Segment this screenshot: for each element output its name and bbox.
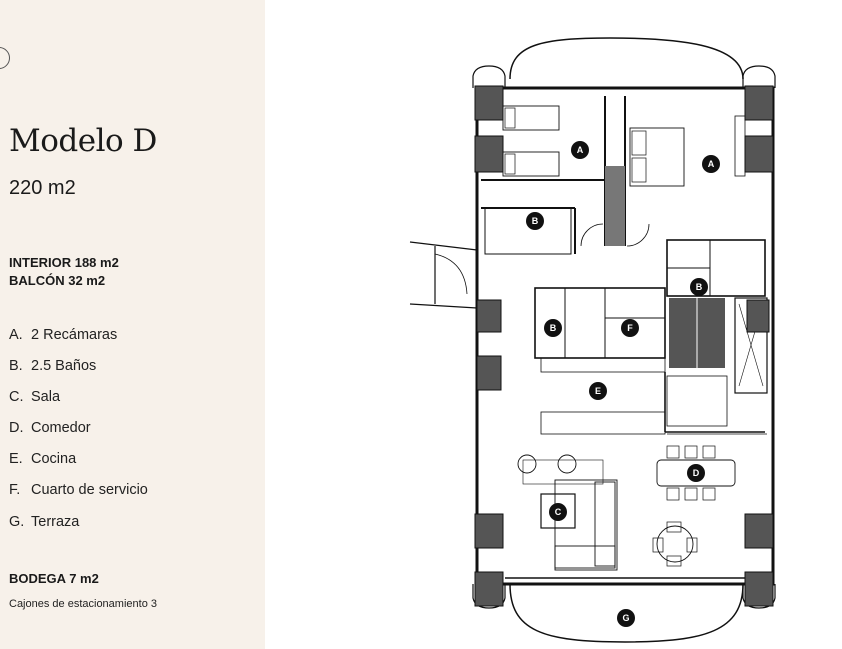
svg-text:B: B <box>532 216 539 226</box>
svg-text:C: C <box>555 507 562 517</box>
feature-item-service-room: F.Cuarto de servicio <box>9 482 148 498</box>
room-marker-c: C <box>549 503 567 521</box>
nav-circle-icon[interactable] <box>0 47 10 69</box>
svg-text:G: G <box>622 613 629 623</box>
floor-plan: A A B B B F E D C G <box>409 37 776 643</box>
feature-item-terrace: G.Terraza <box>9 514 80 530</box>
svg-text:F: F <box>627 323 633 333</box>
room-marker-b-right: B <box>690 278 708 296</box>
info-sidebar: Modelo D 220 m2 INTERIOR 188 m2 BALCÓN 3… <box>0 0 265 649</box>
feature-item-living: C.Sala <box>9 389 61 405</box>
feature-item-kitchen: E.Cocina <box>9 451 77 467</box>
entrance-corridor <box>409 241 478 309</box>
svg-text:B: B <box>696 282 703 292</box>
svg-text:B: B <box>550 323 557 333</box>
svg-text:A: A <box>577 145 584 155</box>
svg-text:D: D <box>693 468 700 478</box>
room-marker-a-left: A <box>571 141 589 159</box>
interior-area: INTERIOR 188 m2 <box>9 255 119 270</box>
room-marker-b-top: B <box>526 212 544 230</box>
svg-text:A: A <box>708 159 715 169</box>
room-marker-e: E <box>589 382 607 400</box>
feature-item-bedrooms: A.2 Recámaras <box>9 327 118 343</box>
room-marker-g: G <box>617 609 635 627</box>
model-area: 220 m2 <box>9 177 76 199</box>
outer-wall <box>475 86 775 586</box>
feature-item-bathrooms: B.2.5 Baños <box>9 358 97 374</box>
room-marker-a-right: A <box>702 155 720 173</box>
storage-area: BODEGA 7 m2 <box>9 571 99 586</box>
svg-text:E: E <box>595 386 601 396</box>
room-marker-f: F <box>621 319 639 337</box>
model-title: Modelo D <box>9 123 157 159</box>
terrace-outline <box>509 583 744 643</box>
room-marker-b-center: B <box>544 319 562 337</box>
top-balcony <box>509 37 744 80</box>
balcony-area: BALCÓN 32 m2 <box>9 273 106 288</box>
feature-item-dining: D.Comedor <box>9 420 91 436</box>
room-marker-d: D <box>687 464 705 482</box>
parking-spaces: Cajones de estacionamiento 3 <box>9 598 157 610</box>
